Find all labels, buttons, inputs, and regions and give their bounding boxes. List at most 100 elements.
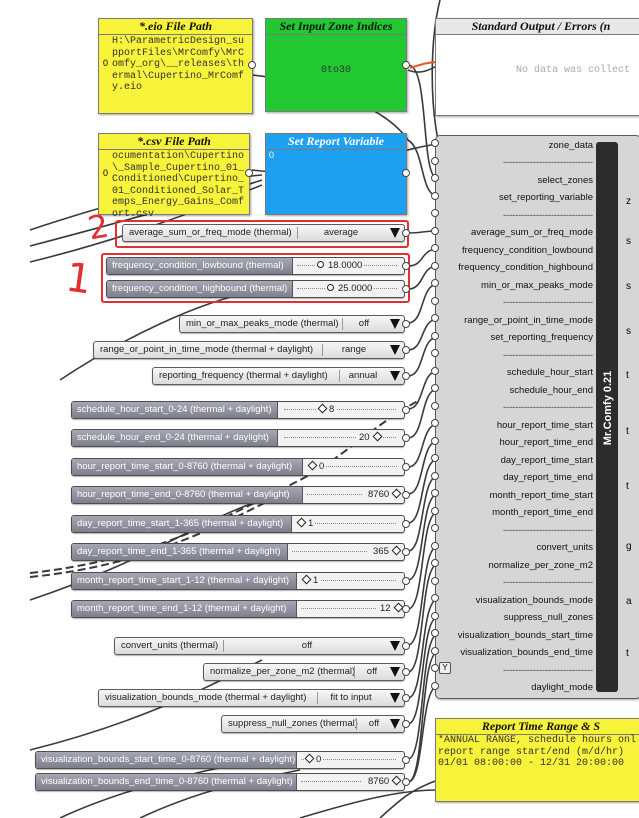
slider-handle[interactable] — [391, 489, 402, 499]
input-grip[interactable] — [431, 349, 439, 357]
slider-track[interactable] — [307, 466, 397, 468]
slider-track[interactable] — [301, 580, 396, 582]
input-grip[interactable] — [431, 559, 439, 567]
month-report-time-end-slider[interactable]: month_report_time_end_1-12 (thermal + da… — [71, 600, 405, 618]
normalize-per-zone-m2-dropdown[interactable]: normalize_per_zone_m2 (thermal) off — [203, 663, 405, 681]
month-report-time-start-slider[interactable]: month_report_time_start_1-12 (thermal + … — [71, 572, 405, 590]
input-grip[interactable] — [431, 436, 439, 445]
slider-track[interactable] — [307, 494, 362, 496]
chevron-down-icon[interactable] — [390, 693, 400, 703]
output-grip[interactable] — [402, 520, 410, 528]
output-grip[interactable] — [402, 229, 410, 237]
input-grip[interactable] — [431, 471, 439, 480]
frequency-condition-highbound-slider[interactable]: frequency_condition_highbound (thermal) … — [106, 280, 405, 298]
slider-handle[interactable] — [317, 404, 328, 414]
schedule-hour-end-slider[interactable]: schedule_hour_end_0-24 (thermal + daylig… — [71, 429, 405, 447]
reporting-frequency-dropdown[interactable]: reporting_frequency (thermal + daylight)… — [152, 367, 405, 385]
input-grip[interactable] — [431, 139, 439, 147]
eio-file-path-panel[interactable]: *.eio File Path H:\ParametricDesign_su p… — [98, 18, 253, 114]
range-or-point-in-time-mode-dropdown[interactable]: range_or_point_in_time_mode (thermal + d… — [93, 341, 405, 359]
input-grip[interactable] — [431, 506, 439, 515]
input-grip[interactable] — [431, 279, 439, 287]
input-grip[interactable] — [431, 646, 439, 655]
min-or-max-peaks-mode-dropdown[interactable]: min_or_max_peaks_mode (thermal) off — [179, 315, 405, 333]
day-report-time-end-slider[interactable]: day_report_time_end_1-365 (thermal + day… — [71, 543, 405, 561]
input-grip[interactable] — [431, 366, 439, 375]
input-grip[interactable] — [431, 681, 439, 690]
average-sum-or-freq-mode-dropdown[interactable]: average_sum_or_freq_mode (thermal) avera… — [122, 224, 405, 242]
slider-track[interactable] — [292, 551, 367, 553]
chevron-down-icon[interactable] — [390, 371, 400, 381]
slider-track[interactable] — [301, 781, 361, 783]
input-grip[interactable] — [431, 576, 439, 585]
chevron-down-icon[interactable] — [390, 641, 400, 651]
input-grip[interactable] — [431, 401, 439, 410]
input-grip[interactable] — [431, 226, 439, 235]
output-grip[interactable] — [248, 61, 256, 69]
input-grip[interactable] — [431, 454, 439, 462]
input-grip[interactable] — [431, 489, 439, 497]
output-grip[interactable] — [402, 778, 410, 786]
visualization-bounds-end-time-slider[interactable]: visualization_bounds_end_time_0-8760 (th… — [35, 773, 405, 791]
output-grip[interactable] — [402, 491, 410, 499]
output-grip[interactable] — [402, 548, 410, 556]
output-grip[interactable] — [402, 320, 410, 328]
input-grip[interactable] — [431, 174, 439, 182]
input-grip[interactable] — [431, 331, 439, 340]
output-grip[interactable] — [402, 262, 410, 270]
set-input-zone-indices-panel[interactable]: Set Input Zone Indices 0to30 — [265, 18, 407, 112]
output-grip[interactable] — [402, 169, 410, 177]
schedule-hour-start-slider[interactable]: schedule_hour_start_0-24 (thermal + dayl… — [71, 401, 405, 419]
input-grip[interactable] — [431, 156, 439, 165]
input-grip[interactable] — [431, 191, 439, 200]
output-grip[interactable] — [402, 605, 410, 613]
output-grip[interactable] — [402, 694, 410, 702]
output-grip[interactable] — [402, 577, 410, 585]
slider-handle[interactable] — [307, 461, 318, 471]
input-grip[interactable] — [431, 524, 439, 532]
output-grip[interactable] — [402, 463, 410, 471]
slider-track[interactable] — [301, 608, 376, 610]
slider-handle[interactable] — [372, 432, 383, 442]
chevron-down-icon[interactable] — [390, 345, 400, 355]
output-grip[interactable] — [402, 406, 410, 414]
set-report-variable-panel[interactable]: Set Report Variable 0 — [265, 133, 407, 215]
hour-report-time-start-slider[interactable]: hour_report_time_start_0-8760 (thermal +… — [71, 458, 405, 476]
slider-track[interactable] — [296, 523, 396, 525]
input-grip[interactable] — [431, 594, 439, 602]
slider-handle[interactable] — [296, 518, 307, 528]
slider-track[interactable] — [284, 437, 396, 439]
csv-file-path-panel[interactable]: *.csv File Path ocumentation\Cupertino \… — [98, 133, 250, 220]
input-grip[interactable] — [431, 261, 439, 270]
output-grip[interactable] — [402, 372, 410, 380]
slider-handle[interactable] — [391, 546, 402, 556]
report-time-range-panel[interactable]: Report Time Range & S *ANNUAL RANGE, sch… — [435, 718, 639, 802]
output-grip[interactable] — [402, 720, 410, 728]
chevron-down-icon[interactable] — [390, 228, 400, 238]
slider-handle[interactable] — [391, 776, 402, 786]
slider-handle[interactable] — [304, 754, 315, 764]
slider-track[interactable] — [284, 409, 396, 411]
convert-units-dropdown[interactable]: convert_units (thermal) off — [114, 637, 405, 655]
visualization-bounds-start-time-slider[interactable]: visualization_bounds_start_time_0-8760 (… — [35, 751, 405, 769]
input-grip[interactable] — [431, 664, 439, 672]
output-grip[interactable] — [402, 668, 410, 676]
output-grip[interactable] — [245, 169, 253, 177]
output-grip[interactable] — [402, 756, 410, 764]
mr-comfy-component[interactable]: zone_data ------------------------------… — [435, 135, 639, 699]
slider-handle[interactable] — [327, 284, 334, 292]
slider-handle[interactable] — [301, 575, 312, 585]
output-grip[interactable] — [402, 61, 410, 69]
suppress-null-zones-dropdown[interactable]: suppress_null_zones (thermal) off — [221, 715, 405, 733]
input-grip[interactable] — [431, 314, 439, 322]
output-grip[interactable] — [402, 285, 410, 293]
slider-handle[interactable] — [317, 261, 324, 269]
input-grip[interactable] — [431, 384, 439, 392]
frequency-condition-lowbound-slider[interactable]: frequency_condition_lowbound (thermal) 1… — [106, 257, 405, 275]
input-grip[interactable] — [431, 611, 439, 620]
chevron-down-icon[interactable] — [390, 319, 400, 329]
input-grip[interactable] — [431, 541, 439, 550]
input-grip[interactable] — [431, 419, 439, 427]
day-report-time-start-slider[interactable]: day_report_time_start_1-365 (thermal + d… — [71, 515, 405, 533]
output-grip[interactable] — [402, 642, 410, 650]
